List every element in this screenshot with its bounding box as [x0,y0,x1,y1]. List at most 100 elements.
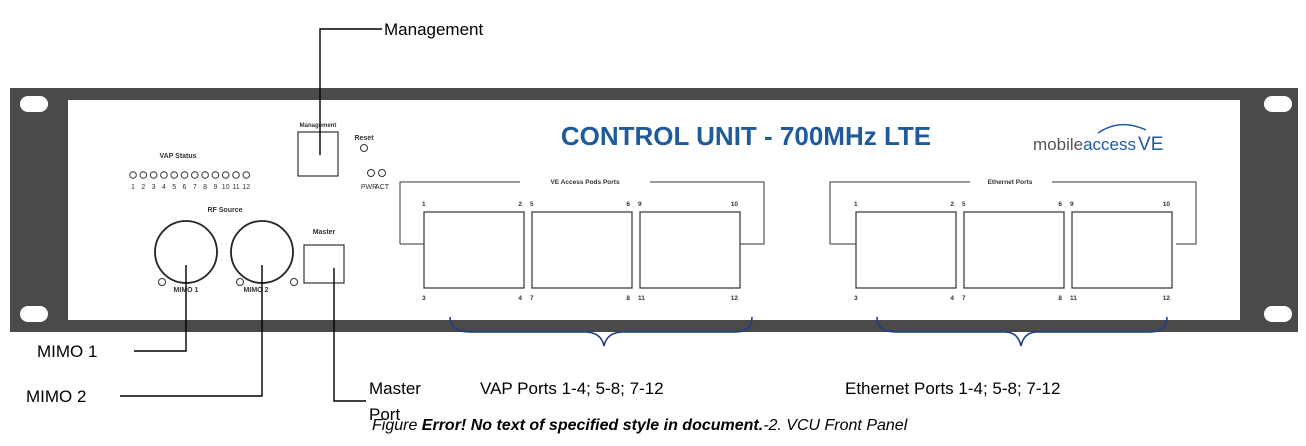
mimo2-callout: MIMO 2 [26,387,86,406]
vap-led-number: 3 [152,184,156,191]
rf-led [290,278,298,286]
vap-led-number: 9 [213,184,217,191]
eth-port-group-3[interactable] [1071,211,1173,289]
port-number-label: 1 [422,201,426,208]
mimo1-callout-line [134,265,187,352]
act-label: ACT [375,184,390,191]
ve-ports-label: VE Access Pods Ports [550,179,620,186]
vap-led-8 [201,171,209,179]
vap-led-number: 12 [242,184,250,191]
pwr-led [367,169,375,177]
vap-status-label: VAP Status [159,153,196,160]
port-number-label: 12 [731,295,739,302]
ve-port-group-1[interactable] [423,211,525,289]
vap-led-number: 4 [162,184,166,191]
master-callout-line [333,268,366,402]
port-number-label: 4 [950,295,954,302]
act-led [378,169,386,177]
ve-port-group-3[interactable] [639,211,741,289]
port-number-label: 2 [518,201,522,208]
pwr-label: PWR [361,184,377,191]
brand-text-part1: mobile [1033,135,1083,154]
vap-led-7 [191,171,199,179]
vap-ports-callout: VAP Ports 1-4; 5-8; 7-12 [480,379,664,398]
eth-ports-frame [829,181,1197,245]
mimo1-callout: MIMO 1 [37,342,97,361]
vap-led-5 [170,171,178,179]
port-number-label: 8 [1058,295,1062,302]
caption-error: Error! No text of specified style in doc… [422,417,763,434]
brand-text-part2: access [1083,135,1136,154]
vap-led-number: 5 [172,184,176,191]
port-number-label: 1 [854,201,858,208]
mimo2-callout-line [120,265,263,397]
eth-port-group-2[interactable] [963,211,1065,289]
brand-text-part3: VE [1138,134,1163,155]
master-port[interactable] [303,244,345,284]
vap-led-1 [129,171,137,179]
port-number-label: 3 [854,295,858,302]
reset-label: Reset [354,135,374,142]
panel-title: CONTROL UNIT - 700MHz LTE [561,121,931,151]
management-port[interactable] [297,131,339,177]
vap-led-2 [139,171,148,179]
vap-led-number: 6 [183,184,187,191]
mimo1-led [158,278,166,286]
eth-ports-callout: Ethernet Ports 1-4; 5-8; 7-12 [845,379,1060,398]
port-number-label: 12 [1163,295,1171,302]
master-callout-line2: Port [369,405,400,424]
panel-master-label: Master [313,229,336,236]
eth-port-group-1[interactable] [855,211,957,289]
port-number-label: 9 [1070,201,1074,208]
port-number-label: 11 [1070,295,1077,302]
rack-hole-bottom-left [20,306,48,322]
vap-led-number: 10 [222,184,230,191]
port-number-label: 3 [422,295,426,302]
vap-led-11 [232,171,240,179]
port-number-label: 10 [1163,201,1171,208]
eth-ports-label: Ethernet Ports [988,179,1033,186]
vap-led-number: 1 [131,184,135,191]
rack-hole-top-right [1264,96,1292,112]
rack-hole-top-left [20,96,48,112]
port-number-label: 7 [530,295,534,302]
reset-button[interactable] [360,144,368,152]
port-number-label: 9 [638,201,642,208]
port-number-label: 4 [518,295,522,302]
eth-ports-bracket [876,316,1168,347]
caption-prefix: Figure [372,417,422,434]
port-number-label: 7 [962,295,966,302]
port-number-label: 6 [626,201,630,208]
rf-source-label: RF Source [207,207,242,214]
panel-management-label: Management [300,123,337,129]
port-number-label: 10 [731,201,739,208]
vap-led-4 [160,171,168,179]
port-number-label: 6 [1058,201,1062,208]
port-number-label: 5 [962,201,966,208]
vap-led-6 [180,171,189,179]
caption-suffix: -2. VCU Front Panel [763,417,908,434]
port-number-label: 8 [626,295,630,302]
port-number-label: 11 [638,295,645,302]
management-callout: Management [384,20,484,39]
figure-caption: Figure Error! No text of specified style… [372,417,908,434]
port-number-label: 5 [530,201,534,208]
vap-led-number: 2 [141,184,145,191]
panel-mimo2-label: MIMO 2 [244,287,269,294]
vap-ports-bracket [449,316,753,347]
logo-swoosh-icon [1097,124,1147,134]
port-number-label: 2 [950,201,954,208]
ve-port-group-2[interactable] [531,211,633,289]
vap-led-10 [221,171,230,179]
vap-led-number: 8 [203,184,207,191]
vap-led-9 [211,171,220,179]
rack-hole-bottom-right [1264,306,1292,322]
vap-led-3 [149,171,158,179]
vap-led-number: 7 [193,184,197,191]
management-callout-line [319,28,382,155]
